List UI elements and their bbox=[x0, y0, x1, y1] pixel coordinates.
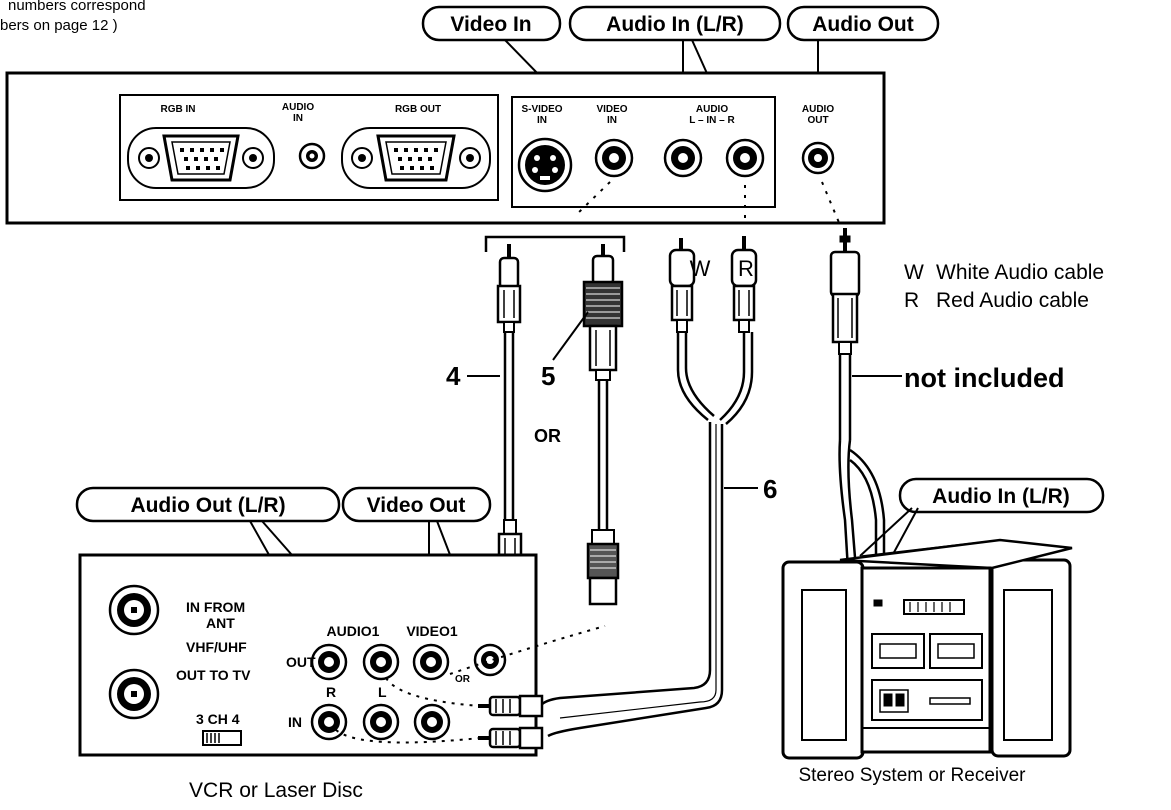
pill-stereo-audio-in: Audio In (L/R) bbox=[898, 477, 1105, 514]
vcr-vhf-uhf: VHF/UHF bbox=[186, 639, 247, 655]
cable-6 bbox=[539, 236, 758, 738]
label-audio-lr-2: L – IN – R bbox=[689, 115, 735, 126]
vcr-l: L bbox=[378, 684, 387, 700]
cable-5 bbox=[582, 244, 624, 606]
pill-stereo-audio-in-label: Audio In (L/R) bbox=[932, 485, 1070, 508]
label-audio-out-1: AUDIO bbox=[802, 104, 834, 115]
pill-audio-out: Audio Out bbox=[786, 5, 940, 42]
cable-not-included bbox=[829, 228, 886, 571]
vcr-audio-in-r-jack bbox=[310, 703, 348, 741]
label-audio-out-2: OUT bbox=[807, 115, 828, 126]
legend: W White Audio cable R Red Audio cable bbox=[904, 261, 1104, 312]
callout-4: 4 bbox=[446, 361, 461, 391]
note-line-1: numbers correspond bbox=[8, 0, 146, 14]
label-video-1: VIDEO bbox=[596, 104, 627, 115]
ant-in-connector bbox=[108, 584, 160, 636]
label-audio-lr-1: AUDIO bbox=[696, 104, 728, 115]
audio-l-jack bbox=[663, 138, 703, 178]
note-line-2: bers on page 12 ) bbox=[0, 17, 118, 34]
label-rgb-in: RGB IN bbox=[161, 104, 196, 115]
pill-video-out-label: Video Out bbox=[367, 494, 466, 517]
audio-out-jack bbox=[801, 141, 835, 175]
vcr-audio-out-r-jack bbox=[310, 643, 348, 681]
callout-not-included: not included bbox=[904, 363, 1064, 393]
ant-out-connector bbox=[108, 668, 160, 720]
vcr-or: OR bbox=[455, 674, 471, 685]
vcr-bnc-out-jack bbox=[473, 643, 507, 677]
plug-w-letter: W bbox=[690, 256, 711, 281]
callout-or: OR bbox=[534, 426, 561, 446]
pill-audio-out-lr: Audio Out (L/R) bbox=[75, 486, 341, 523]
vcr-out-to-tv: OUT TO TV bbox=[176, 667, 251, 683]
video-in-jack bbox=[594, 138, 634, 178]
vcr-audio1: AUDIO1 bbox=[327, 623, 380, 639]
vcr-ch: 3 CH 4 bbox=[196, 711, 240, 727]
label-audio-in-2: IN bbox=[293, 113, 303, 124]
rgb-out-connector bbox=[341, 127, 491, 189]
callout-6: 6 bbox=[763, 474, 777, 504]
panel-dotted-lines bbox=[574, 181, 841, 226]
svideo-jack bbox=[517, 137, 573, 193]
pill-video-in: Video In bbox=[421, 5, 562, 42]
vcr-in: IN bbox=[288, 714, 302, 730]
vcr-dotted-lines bbox=[335, 625, 606, 744]
vcr-ant: ANT bbox=[206, 615, 235, 631]
pill-audio-out-lr-label: Audio Out (L/R) bbox=[130, 494, 285, 517]
pill-audio-out-label: Audio Out bbox=[812, 13, 913, 36]
projector-panel: RGB IN AUDIO IN RGB OUT S-VIDEO IN VIDEO… bbox=[5, 71, 886, 225]
vcr-audio-in-l-jack bbox=[362, 703, 400, 741]
label-svideo-1: S-VIDEO bbox=[521, 104, 562, 115]
pill-video-in-label: Video In bbox=[450, 13, 531, 36]
vcr-r: R bbox=[326, 684, 336, 700]
vcr-out: OUT bbox=[286, 654, 316, 670]
legend-w-key: W bbox=[904, 261, 924, 284]
pill-video-out: Video Out bbox=[341, 486, 492, 523]
legend-r-text: Red Audio cable bbox=[936, 289, 1089, 312]
caption-vcr: VCR or Laser Disc bbox=[189, 779, 363, 802]
vcr-video-in-jack bbox=[413, 703, 451, 741]
ch-switch[interactable] bbox=[202, 730, 242, 746]
callout-5: 5 bbox=[541, 361, 555, 391]
label-audio-in-1: AUDIO bbox=[282, 102, 314, 113]
label-svideo-2: IN bbox=[537, 115, 547, 126]
or-bracket bbox=[484, 235, 626, 252]
legend-r-key: R bbox=[904, 289, 919, 312]
legend-w-text: White Audio cable bbox=[936, 261, 1104, 284]
vcr-video1: VIDEO1 bbox=[406, 623, 458, 639]
vcr-side-plugs bbox=[478, 694, 544, 750]
vcr-in-from: IN FROM bbox=[186, 599, 245, 615]
caption-stereo: Stereo System or Receiver bbox=[798, 765, 1026, 786]
audio-in-jack bbox=[298, 142, 326, 170]
pill-audio-in: Audio In (L/R) bbox=[568, 5, 782, 42]
label-video-2: IN bbox=[607, 115, 617, 126]
vcr-panel: IN FROM ANT VHF/UHF OUT TO TV 3 CH 4 AUD… bbox=[78, 553, 538, 757]
vcr-video-out-jack bbox=[412, 643, 450, 681]
rgb-in-connector bbox=[127, 127, 275, 189]
stereo-system bbox=[781, 538, 1073, 760]
label-rgb-out: RGB OUT bbox=[395, 104, 441, 115]
plug-r-letter: R bbox=[738, 256, 754, 281]
pill-audio-in-label: Audio In (L/R) bbox=[606, 13, 744, 36]
callouts: 4 5 OR 6 not included bbox=[446, 311, 1064, 504]
vcr-audio-out-l-jack bbox=[362, 643, 400, 681]
audio-r-jack bbox=[725, 138, 765, 178]
